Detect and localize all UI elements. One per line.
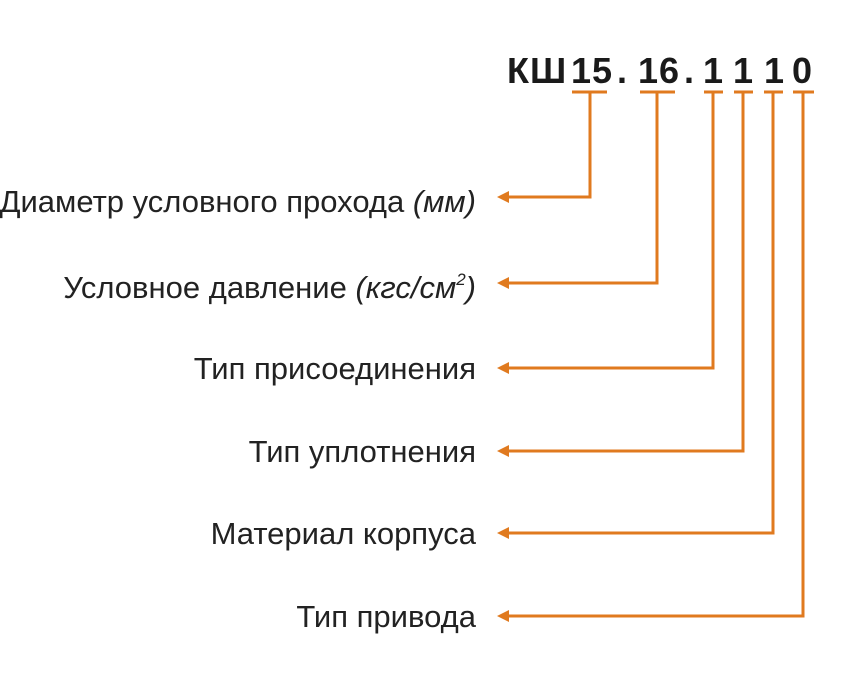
- arrow-left-icon: [497, 610, 509, 622]
- label-pressure: Условное давление (кгс/см2): [63, 270, 476, 305]
- arrow-left-icon: [497, 191, 509, 203]
- arrow-left-icon: [497, 277, 509, 289]
- code-part-diameter: 15: [571, 50, 613, 91]
- connector-pressure: [497, 90, 675, 289]
- arrow-left-icon: [497, 362, 509, 374]
- code-part-body-material: 1: [764, 50, 785, 91]
- code-part-pressure: 16: [638, 50, 680, 91]
- code-separator: .: [617, 50, 627, 91]
- code-part-actuator: 0: [792, 50, 813, 91]
- connector-actuator: [497, 90, 814, 622]
- label-diameter: Диаметр условного прохода (мм): [0, 184, 476, 219]
- label-connection-type: Тип присоединения: [194, 351, 476, 386]
- label-seal-type: Тип уплотнения: [249, 434, 476, 469]
- connector-connection-type: [497, 90, 723, 374]
- arrow-left-icon: [497, 445, 509, 457]
- product-code: КШ 15 . 16 . 1 1 1 0: [507, 50, 813, 91]
- connector-seal-type: [497, 90, 753, 457]
- code-part-connection: 1: [703, 50, 724, 91]
- label-body-material: Материал корпуса: [211, 516, 477, 551]
- connector-diameter: [497, 90, 607, 203]
- label-actuator: Тип привода: [296, 599, 476, 634]
- arrow-left-icon: [497, 527, 509, 539]
- code-separator: .: [684, 50, 694, 91]
- connector-body-material: [497, 90, 783, 539]
- code-part-seal: 1: [733, 50, 754, 91]
- code-prefix: КШ: [507, 50, 567, 91]
